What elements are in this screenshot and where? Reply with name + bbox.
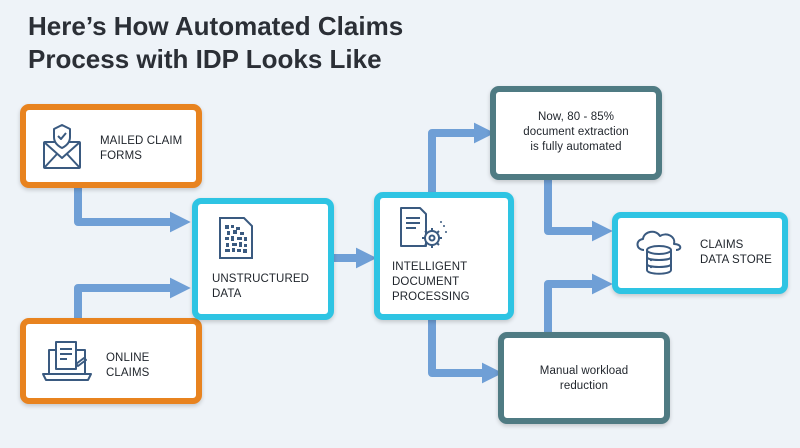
arrow-idp-to-automated [428,122,495,195]
store-line-1: CLAIMS [700,239,744,251]
automated-extraction-label: Now, 80 - 85% document extraction is ful… [496,110,656,155]
store-line-2: DATA STORE [700,254,772,266]
unstructured-line-1: UNSTRUCTURED [212,273,310,285]
online-line-2: CLAIMS [106,367,150,379]
envelope-shield-icon [43,124,81,169]
automated-line-3: is fully automated [530,141,622,153]
manual-workload-label: Manual workload reduction [504,364,664,394]
arrow-automated-to-store [544,180,613,242]
unstructured-data-label: UNSTRUCTURED DATA [212,272,309,302]
unstructured-line-2: DATA [212,288,242,300]
diagram-title: Here’s How Automated Claims Process with… [28,10,488,76]
laptop-form-icon [42,341,92,381]
node-claims-data-store: CLAIMS DATA STORE [612,212,788,294]
arrow-mailed-to-unstructured [74,188,191,233]
online-claims-label: ONLINE CLAIMS [106,351,149,381]
node-online-claims: ONLINE CLAIMS [20,318,202,404]
idp-label: INTELLIGENT DOCUMENT PROCESSING [392,260,470,305]
arrow-online-to-unstructured [74,277,191,318]
qr-document-icon [219,217,253,259]
title-line-2: Process with IDP Looks Like [28,44,382,74]
database-cloud-icon [636,230,682,275]
idp-line-1: INTELLIGENT [392,261,468,273]
idp-line-3: PROCESSING [392,291,470,303]
node-automated-extraction: Now, 80 - 85% document extraction is ful… [490,86,662,180]
automated-line-2: document extraction [523,126,629,138]
idp-line-2: DOCUMENT [392,276,460,288]
online-line-1: ONLINE [106,352,150,364]
mailed-line-2: FORMS [100,150,143,162]
claims-data-store-label: CLAIMS DATA STORE [700,238,772,268]
node-unstructured-data: UNSTRUCTURED DATA [192,198,334,320]
node-manual-workload-reduction: Manual workload reduction [498,332,670,424]
node-intelligent-document-processing: INTELLIGENT DOCUMENT PROCESSING [374,192,514,320]
automated-line-1: Now, 80 - 85% [537,111,615,123]
mailed-claim-label: MAILED CLAIM FORMS [100,134,182,164]
mailed-line-1: MAILED CLAIM [100,135,183,147]
manual-line-1: Manual workload [539,365,629,377]
title-line-1: Here’s How Automated Claims [28,11,404,41]
document-gear-icon [400,207,447,248]
arrow-idp-to-manual [428,320,503,384]
node-mailed-claim-forms: MAILED CLAIM FORMS [20,104,202,188]
arrow-manual-to-store [544,273,613,332]
manual-line-2: reduction [559,380,609,392]
